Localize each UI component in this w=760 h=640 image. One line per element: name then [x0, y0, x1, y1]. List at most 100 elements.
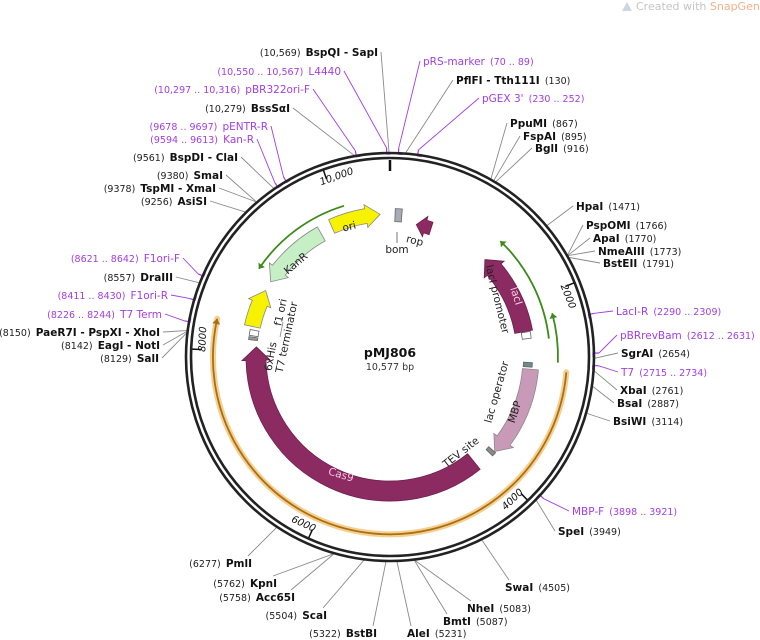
primer-leader-line	[418, 97, 480, 151]
enzyme-label-pmli[interactable]: (6277) PmlI	[189, 552, 252, 571]
enzyme-label-eagi-noti[interactable]: (8142) EagI - NotI	[61, 334, 160, 353]
enzyme-leader-line	[594, 370, 618, 391]
enzyme-label-ppumi[interactable]: PpuMI (867)	[510, 112, 578, 131]
enzyme-label-tspmi-xmai[interactable]: (9378) TspMI - XmaI	[104, 177, 216, 196]
orf-arc[interactable]	[258, 204, 345, 270]
site-position: (1773)	[650, 247, 682, 258]
feature-f1-ori[interactable]	[244, 289, 272, 329]
enzyme-label-xbai[interactable]: XbaI (2761)	[620, 379, 683, 398]
enzyme-label-bsteii[interactable]: BstEII (1791)	[603, 252, 674, 271]
enzyme-label-paer7i-pspxi-xhoi[interactable]: (8150) PaeR7I - PspXI - XhoI	[0, 321, 160, 340]
feature-bom[interactable]	[394, 208, 403, 223]
primer-label-pentr-r[interactable]: (9678 .. 9697) pENTR-R	[150, 115, 268, 134]
primer-label-laci-r[interactable]: LacI-R (2290 .. 2309)	[616, 300, 721, 319]
enzyme-label-scai[interactable]: (5504) ScaI	[266, 604, 327, 623]
feature-cas9[interactable]	[240, 346, 481, 502]
feature-laci-promoter[interactable]	[520, 330, 532, 340]
primer-label-t7[interactable]: T7 (2715 .. 2734)	[620, 361, 707, 380]
enzyme-label-kpni[interactable]: (5762) KpnI	[213, 572, 277, 591]
enzyme-label-apai[interactable]: ApaI (1770)	[593, 227, 656, 246]
enzyme-label-bsss-i[interactable]: (10,279) BssSαI	[205, 97, 290, 116]
enzyme-label-bsai[interactable]: BsaI (2887)	[617, 392, 679, 411]
site-name: F1ori-F	[144, 253, 180, 265]
enzyme-leader-line	[372, 561, 387, 627]
enzyme-leader-line	[162, 331, 187, 346]
enzyme-label-sgrai[interactable]: SgrAI (2654)	[621, 342, 690, 361]
watermark-text: Created with SnapGene®	[636, 0, 760, 13]
primer-leader-line	[598, 365, 619, 373]
tick-mark	[308, 529, 314, 538]
primer-label-pbrrevbam[interactable]: pBRrevBam (2612 .. 2631)	[620, 324, 755, 343]
enzyme-label-bgli[interactable]: BglI (916)	[535, 137, 589, 156]
primer-label-pbr322ori-f[interactable]: (10,297 .. 10,316) pBR322ori-F	[154, 78, 310, 97]
enzyme-label-bsiwi[interactable]: BsiWI (3114)	[613, 410, 683, 429]
enzyme-label-nhei[interactable]: NheI (5083)	[467, 597, 531, 616]
enzyme-leader-line	[495, 147, 533, 182]
primer-label-kan-r[interactable]: (9594 .. 9613) Kan-R	[150, 128, 254, 147]
feature-tev-site[interactable]	[485, 446, 497, 457]
enzyme-label-pspomi[interactable]: PspOMI (1766)	[586, 214, 667, 233]
orf-arcs	[210, 204, 570, 538]
enzyme-leader-line	[414, 560, 448, 615]
enzyme-label-acc65i[interactable]: (5758) Acc65I	[219, 586, 295, 605]
site-name: PmlI	[226, 558, 252, 570]
primer-leader-line	[543, 498, 570, 512]
site-name: SwaI	[505, 582, 533, 594]
feature-label-ori[interactable]: ori	[341, 220, 357, 235]
features	[240, 203, 539, 502]
enzyme-leader-line	[414, 560, 472, 602]
primer-label-l4440[interactable]: (10,550 .. 10,567) L4440	[217, 60, 341, 79]
feature-label-6xhis[interactable]: 6xHis	[263, 341, 280, 372]
plasmid-name: pMJ806	[364, 345, 416, 360]
feature-kanr[interactable]	[268, 226, 326, 283]
site-name: T7 Term	[119, 309, 162, 321]
enzyme-leader-line	[322, 560, 365, 609]
enzyme-label-bspdi-clai[interactable]: (9561) BspDI - ClaI	[133, 146, 238, 165]
feature-mbp[interactable]	[493, 368, 539, 452]
plasmid-size: 10,577 bp	[366, 362, 414, 373]
orf-arc[interactable]	[212, 318, 568, 536]
feature-t7-terminator[interactable]	[248, 329, 260, 338]
primer-label-pgex-3[interactable]: pGEX 3' (230 .. 252)	[482, 87, 584, 106]
enzyme-label-pflfi-tth111i[interactable]: PflFI - Tth111I (130)	[456, 69, 570, 88]
feature-lac-operator[interactable]	[522, 361, 533, 368]
enzyme-leader-line	[567, 224, 584, 256]
primer-label-prs-marker[interactable]: pRS-marker (70 .. 89)	[423, 50, 534, 69]
enzyme-label-bmti[interactable]: BmtI (5087)	[443, 610, 508, 629]
enzyme-label-sali[interactable]: (8129) SalI	[100, 347, 159, 366]
site-name: ScaI	[302, 610, 327, 622]
feature-laci[interactable]	[483, 259, 533, 334]
primer-label-f1ori-r[interactable]: (8411 .. 8430) F1ori-R	[58, 284, 168, 303]
feature-6xhis[interactable]	[248, 336, 259, 342]
enzyme-label-smai[interactable]: (9380) SmaI	[157, 164, 223, 183]
site-name: AleI	[407, 628, 430, 640]
feature-rop[interactable]	[415, 215, 434, 238]
primer-label-t7-term[interactable]: (8226 .. 8244) T7 Term	[47, 303, 162, 322]
enzyme-leader-line	[272, 553, 334, 577]
feature-ori[interactable]	[328, 203, 381, 234]
enzyme-label-asisi[interactable]: (9256) AsiSI	[141, 190, 207, 209]
feature-label-laci[interactable]: lacI	[507, 286, 524, 307]
enzyme-label-swai[interactable]: SwaI (4505)	[505, 576, 570, 595]
enzyme-leader-line	[493, 135, 521, 181]
orf-arc[interactable]	[499, 240, 550, 339]
site-position: (4505)	[538, 583, 570, 594]
enzyme-label-draiii[interactable]: (8557) DraIII	[104, 266, 173, 285]
feature-label-f1-ori[interactable]: f1 ori	[272, 298, 289, 327]
enzyme-label-nmeaiii[interactable]: NmeAIII (1773)	[598, 240, 681, 259]
enzyme-label-spei[interactable]: SpeI (3949)	[558, 520, 621, 539]
site-position: (1471)	[608, 202, 640, 213]
enzyme-label-fspai[interactable]: FspAI (895)	[523, 125, 587, 144]
orf-arc[interactable]	[551, 312, 559, 363]
enzyme-leader-line	[225, 174, 257, 203]
primer-label-mbp-f[interactable]: MBP-F (3898 .. 3921)	[572, 500, 677, 519]
primer-label-f1ori-f[interactable]: (8621 .. 8642) F1ori-F	[71, 247, 180, 266]
enzyme-label-bstbi[interactable]: (5322) BstBI	[309, 622, 377, 640]
site-position: (8557)	[104, 273, 136, 284]
site-position: (6277)	[189, 559, 221, 570]
enzyme-label-alei[interactable]: AleI (5231)	[407, 622, 466, 640]
enzyme-label-bspqi-sapi[interactable]: (10,569) BspQI - SapI	[260, 41, 378, 60]
feature-label-rop[interactable]: rop	[405, 233, 425, 249]
enzyme-label-hpai[interactable]: HpaI (1471)	[576, 195, 640, 214]
feature-label-bom[interactable]: bom	[385, 244, 408, 256]
